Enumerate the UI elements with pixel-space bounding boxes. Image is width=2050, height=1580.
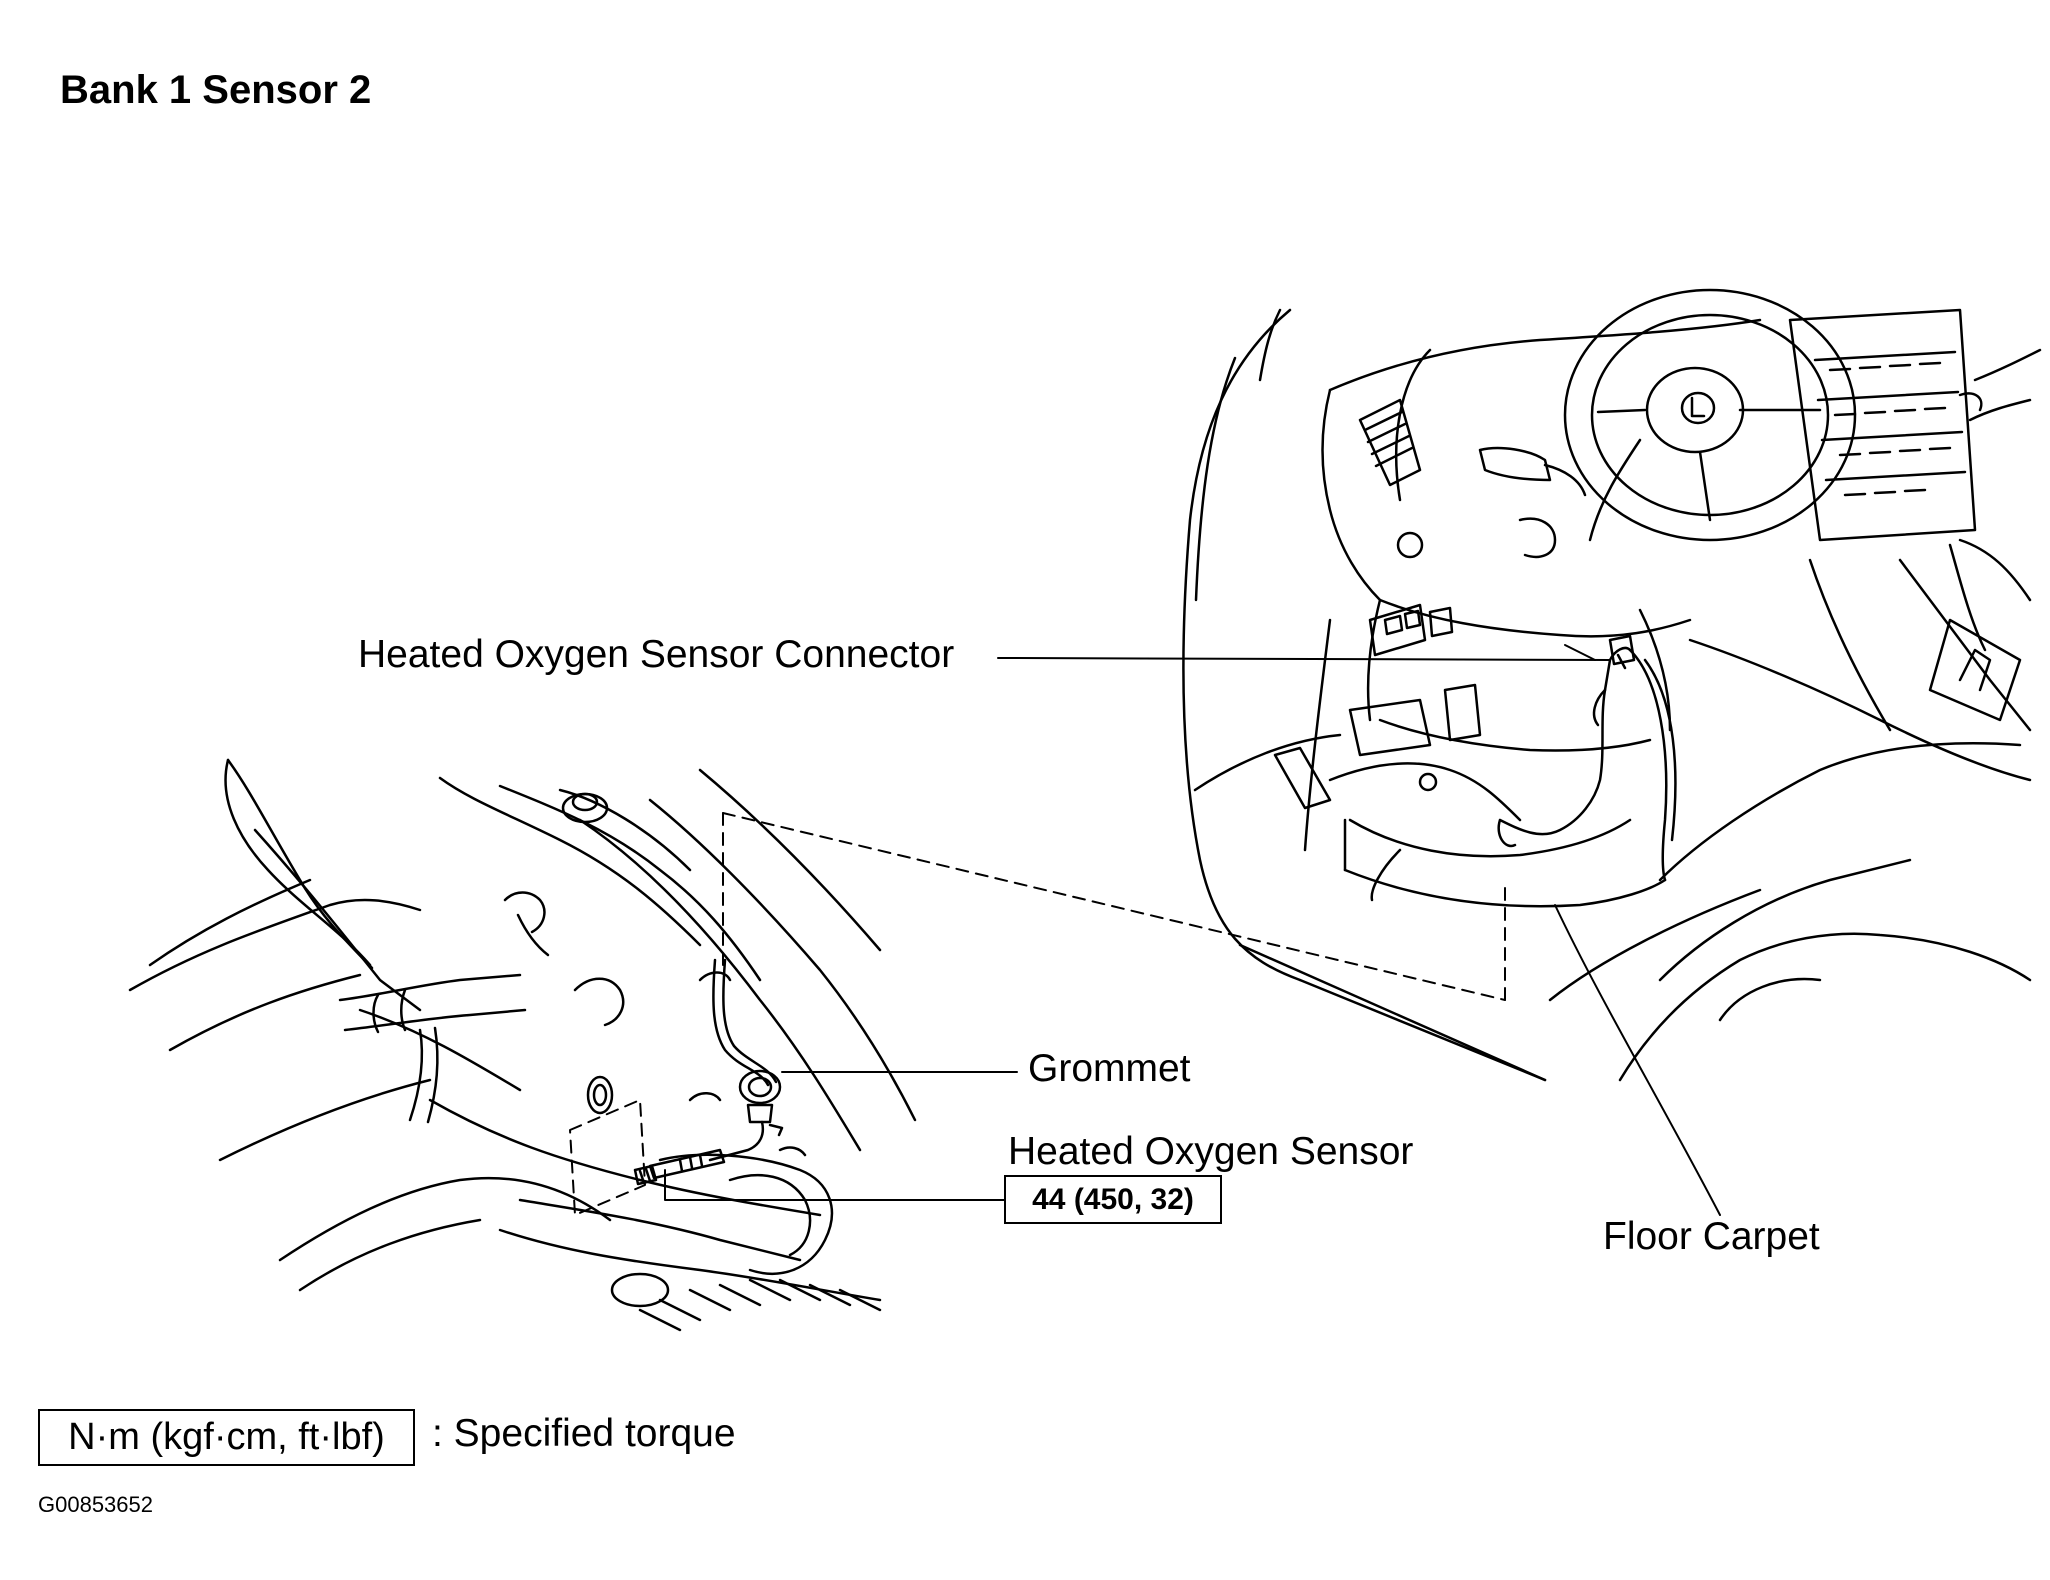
torque-legend-box: N·m (kgf·cm, ft·lbf): [38, 1409, 415, 1466]
interior-illustration: [1182, 288, 2042, 1082]
callout-grommet: Grommet: [1028, 1047, 1191, 1090]
dashed-detail-lines: [569, 812, 1506, 1216]
torque-legend-text: : Specified torque: [432, 1412, 736, 1455]
callout-floor-carpet: Floor Carpet: [1603, 1215, 1820, 1258]
torque-spec-box: 44 (450, 32): [1004, 1175, 1222, 1224]
figure-id: G00853652: [38, 1492, 153, 1517]
leader-lines: [664, 644, 1721, 1216]
callout-sensor-connector: Heated Oxygen Sensor Connector: [358, 633, 955, 676]
diagram-title: Bank 1 Sensor 2: [60, 68, 372, 112]
underbody-illustration: [128, 758, 917, 1332]
callout-oxygen-sensor: Heated Oxygen Sensor: [1008, 1130, 1414, 1173]
